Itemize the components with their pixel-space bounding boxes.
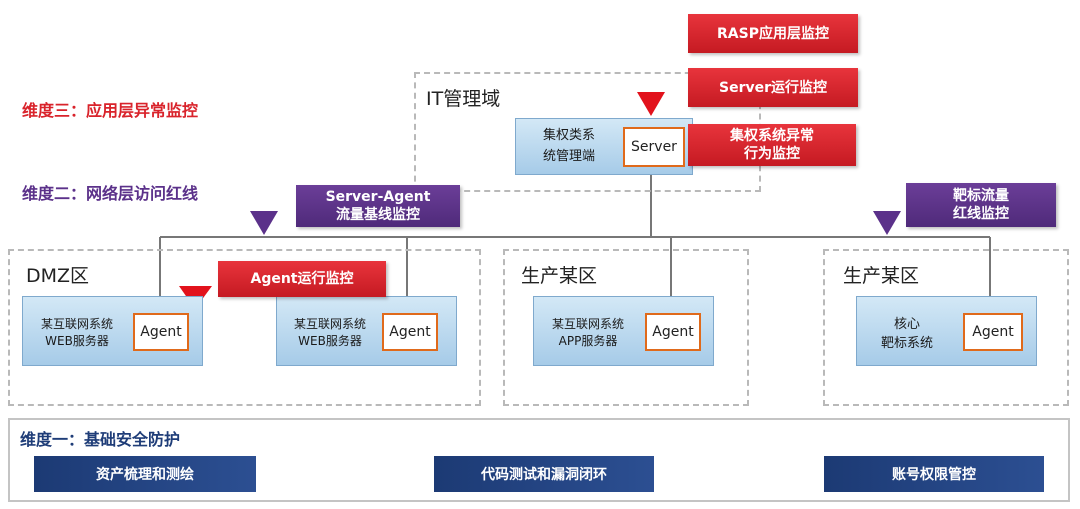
host-web-1-label: 某互联网系统 WEB服务器 bbox=[40, 317, 113, 348]
host-core-target: 核心 靶标系统 Agent bbox=[856, 296, 1037, 366]
central-management-server: 集权类系 统管理端 Server bbox=[515, 118, 693, 175]
agent-node-4: Agent bbox=[963, 313, 1023, 351]
server-agent-baseline-tag: Server-Agent 流量基线监控 bbox=[296, 185, 460, 227]
host-app: 某互联网系统 APP服务器 Agent bbox=[533, 296, 714, 366]
red-marker-server bbox=[637, 92, 665, 116]
server-host-label: 集权类系 统管理端 bbox=[542, 128, 595, 164]
host-web-2: 某互联网系统 WEB服务器 Agent bbox=[276, 296, 457, 366]
account-permission-bar: 账号权限管控 bbox=[824, 456, 1044, 492]
host-web-2-label: 某互联网系统 WEB服务器 bbox=[293, 317, 366, 348]
asset-mapping-bar: 资产梳理和测绘 bbox=[34, 456, 256, 492]
foundation-panel: 维度一：基础安全防护 资产梳理和测绘 代码测试和漏洞闭环 账号权限管控 bbox=[8, 418, 1070, 502]
code-testing-bar: 代码测试和漏洞闭环 bbox=[434, 456, 654, 492]
agent-monitor-tag: Agent运行监控 bbox=[218, 261, 386, 297]
agent-node-1: Agent bbox=[133, 313, 189, 351]
it-zone-title: IT管理域 bbox=[426, 88, 501, 110]
agent-node-2: Agent bbox=[382, 313, 438, 351]
target-flow-redline-tag: 靶标流量 红线监控 bbox=[906, 183, 1056, 227]
prod-zone-2-title: 生产某区 bbox=[843, 265, 920, 287]
prod-zone-2: 生产某区 bbox=[823, 249, 1069, 406]
host-web-1: 某互联网系统 WEB服务器 Agent bbox=[22, 296, 203, 366]
dimension-two-heading: 维度二：网络层访问红线 bbox=[22, 184, 199, 203]
rasp-monitor-tag: RASP应用层监控 bbox=[688, 14, 858, 53]
prod-zone-1: 生产某区 bbox=[503, 249, 749, 406]
dmz-zone: DMZ区 bbox=[8, 249, 481, 406]
dmz-zone-title: DMZ区 bbox=[26, 265, 90, 287]
dimension-one-heading: 维度一：基础安全防护 bbox=[20, 430, 181, 449]
dimension-three-heading: 维度三：应用层异常监控 bbox=[22, 101, 199, 120]
central-anomaly-tag: 集权系统异常 行为监控 bbox=[688, 124, 856, 166]
server-monitor-tag: Server运行监控 bbox=[688, 68, 858, 107]
purple-marker-target bbox=[873, 211, 901, 235]
host-app-label: 某互联网系统 APP服务器 bbox=[551, 317, 624, 348]
prod-zone-1-title: 生产某区 bbox=[521, 265, 598, 287]
purple-marker-bus bbox=[250, 211, 278, 235]
agent-node-3: Agent bbox=[645, 313, 701, 351]
host-core-target-label: 核心 靶标系统 bbox=[880, 317, 933, 351]
server-node: Server bbox=[623, 127, 685, 167]
